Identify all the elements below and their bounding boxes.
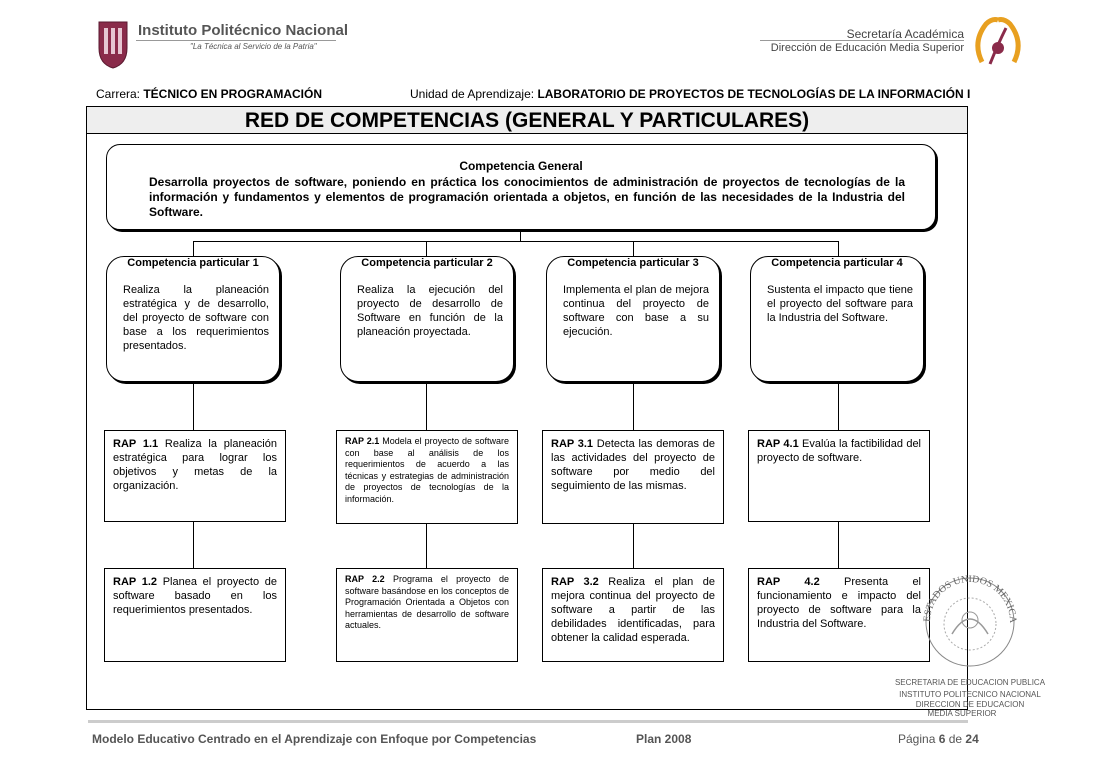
- connector: [838, 384, 839, 430]
- stamp-line: SECRETARIA DE EDUCACION PUBLICA: [894, 678, 1046, 687]
- rap-1-2: RAP 1.2 Planea el proyecto de software b…: [104, 568, 286, 662]
- page-total: 24: [965, 732, 979, 746]
- competencia-general-text: Desarrolla proyectos de software, ponien…: [149, 175, 905, 219]
- rap-label: RAP 1.2: [113, 576, 158, 588]
- cp-text: Sustenta el impacto que tiene el proyect…: [767, 284, 913, 324]
- competencia-particular-3: Competencia particular 3 Implementa el p…: [546, 256, 720, 382]
- dems-logo: [975, 17, 1021, 65]
- footer-plan: Plan 2008: [636, 732, 692, 746]
- competencia-general-title: Competencia General: [459, 159, 583, 173]
- connector: [520, 230, 521, 242]
- svg-text:ESTADOS UNIDOS MEXICANOS: ESTADOS UNIDOS MEXICANOS: [890, 574, 1018, 624]
- connector: [193, 522, 194, 568]
- connector: [193, 241, 194, 256]
- page-title: RED DE COMPETENCIAS (GENERAL Y PARTICULA…: [86, 106, 968, 134]
- stamp-line: INSTITUTO POLITECNICO NACIONAL: [899, 690, 1041, 699]
- rap-4-2: RAP 4.2 Presenta el funcionamiento e imp…: [748, 568, 930, 662]
- stamp-line: MEDIA SUPERIOR: [927, 709, 997, 718]
- carrera-line: Carrera: TÉCNICO EN PROGRAMACIÓN: [96, 87, 322, 101]
- stamp-line: DIRECCION DE EDUCACION: [915, 700, 1025, 709]
- header-divider: [136, 40, 336, 41]
- rap-label: RAP 3.2: [551, 576, 599, 588]
- rap-label: RAP 3.1: [551, 438, 594, 450]
- rap-label: RAP 4.2: [757, 576, 820, 588]
- cp-title: Competencia particular 4: [771, 257, 903, 269]
- cp-title: Competencia particular 2: [361, 257, 493, 269]
- connector: [838, 522, 839, 568]
- unidad-value: LABORATORIO DE PROYECTOS DE TECNOLOGÍAS …: [537, 87, 971, 101]
- cp-text: Realiza la ejecución del proyecto de des…: [357, 284, 503, 338]
- page-of: de: [945, 732, 966, 746]
- competencia-particular-1: Competencia particular 1 Realiza la plan…: [106, 256, 280, 382]
- cp-title: Competencia particular 3: [567, 257, 699, 269]
- secretaria-name: Secretaría Académica: [846, 27, 964, 41]
- rap-label: RAP 2.2: [345, 574, 385, 584]
- cp-text: Implementa el plan de mejora continua de…: [563, 284, 709, 338]
- cp-text: Realiza la planeación estratégica y de d…: [123, 284, 269, 352]
- ipn-logo: [98, 21, 128, 69]
- connector: [193, 384, 194, 430]
- rap-text: Presenta el funcionamiento e impacto del…: [757, 576, 922, 630]
- carrera-value: TÉCNICO EN PROGRAMACIÓN: [143, 87, 323, 101]
- rap-text: Modela el proyecto de software con base …: [345, 436, 509, 504]
- rap-4-1: RAP 4.1 Evalúa la factibilidad del proye…: [748, 430, 930, 522]
- institution-name: Instituto Politécnico Nacional: [138, 22, 349, 39]
- rap-label: RAP 1.1: [113, 438, 159, 450]
- stamp-arc-text: ESTADOS UNIDOS MEXICANOS: [886, 566, 1018, 624]
- footer-model: Modelo Educativo Centrado en el Aprendiz…: [92, 732, 537, 746]
- footer-divider: [88, 720, 968, 723]
- connector: [193, 241, 839, 242]
- unidad-label: Unidad de Aprendizaje:: [410, 87, 538, 101]
- rap-label: RAP 4.1: [757, 438, 799, 450]
- competencia-general-box: Competencia General Desarrolla proyectos…: [106, 144, 936, 230]
- connector: [633, 524, 634, 568]
- rap-text: Detecta las demoras de las actividades d…: [551, 438, 716, 492]
- institution-motto: "La Técnica al Servicio de la Patria": [190, 42, 317, 51]
- rap-3-2: RAP 3.2 Realiza el plan de mejora contin…: [542, 568, 724, 662]
- page-label: Página: [898, 732, 939, 746]
- competencia-particular-2: Competencia particular 2 Realiza la ejec…: [340, 256, 514, 382]
- footer-page: Página 6 de 24: [898, 732, 979, 746]
- connector: [426, 241, 427, 256]
- rap-text: Planea el proyecto de software basado en…: [113, 576, 278, 616]
- rap-text: Realiza la planeación estratégica para l…: [113, 438, 277, 492]
- unidad-line: Unidad de Aprendizaje: LABORATORIO DE PR…: [410, 87, 970, 101]
- header-divider-right: [760, 40, 964, 41]
- connector: [426, 384, 427, 430]
- cp-title: Competencia particular 1: [127, 257, 259, 269]
- rap-text: Evalúa la factibilidad del proyecto de s…: [757, 438, 922, 464]
- rap-3-1: RAP 3.1 Detecta las demoras de las activ…: [542, 430, 724, 524]
- rap-label: RAP 2.1: [345, 436, 380, 446]
- page-number: 6: [938, 732, 946, 746]
- carrera-label: Carrera:: [96, 87, 144, 101]
- connector: [426, 524, 427, 568]
- rap-1-1: RAP 1.1 Realiza la planeación estratégic…: [104, 430, 286, 522]
- rap-2-2: RAP 2.2 Programa el proyecto de software…: [336, 568, 518, 662]
- rap-2-1: RAP 2.1 Modela el proyecto de software c…: [336, 430, 518, 524]
- direccion-name: Dirección de Educación Media Superior: [770, 42, 964, 54]
- stamp-seal-icon: ESTADOS UNIDOS MEXICANOS: [886, 566, 1018, 667]
- connector: [633, 241, 634, 256]
- rap-text: Programa el proyecto de software basándo…: [345, 574, 509, 630]
- competencia-particular-4: Competencia particular 4 Sustenta el imp…: [750, 256, 924, 382]
- official-stamp: ESTADOS UNIDOS MEXICANOS SECRETARIA DE E…: [886, 566, 1045, 722]
- rap-text: Realiza el plan de mejora continua del p…: [551, 576, 715, 644]
- connector: [838, 241, 839, 256]
- connector: [633, 384, 634, 430]
